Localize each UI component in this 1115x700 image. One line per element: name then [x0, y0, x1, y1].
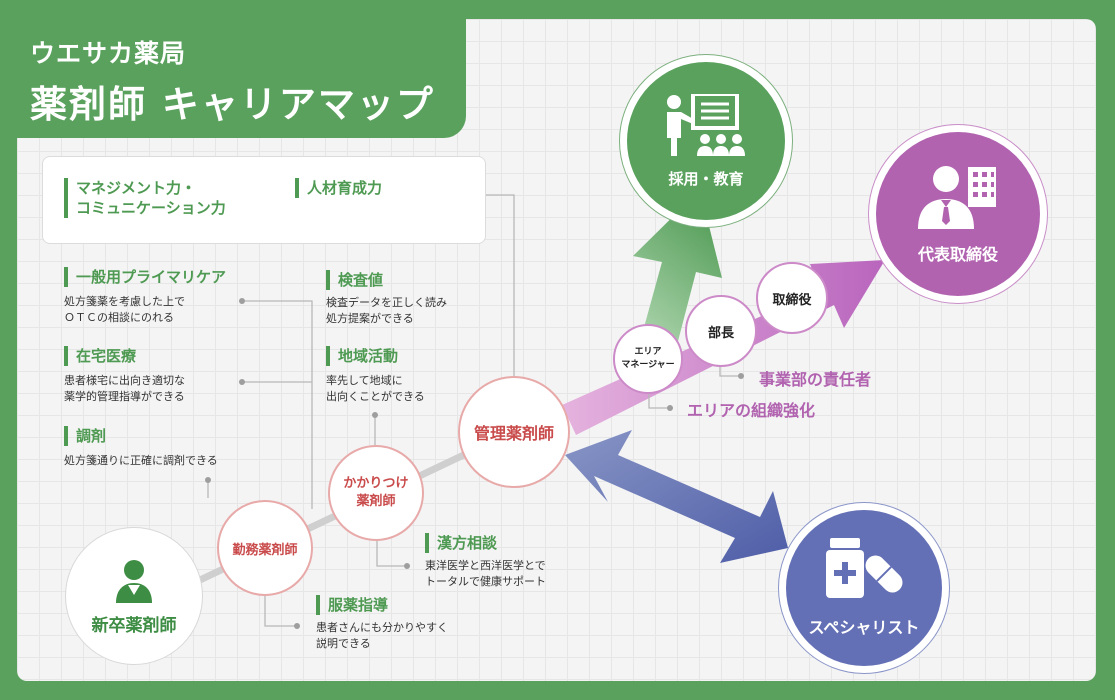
stage-manager-pharmacist-label: 管理薬剤師 [473, 424, 554, 443]
role-division-lead: 事業部の責任者 [759, 370, 872, 389]
skill-community: 地域活動 [326, 346, 398, 366]
skill-medication-guidance-desc: 患者さんにも分かりやすく 説明できる [316, 621, 448, 650]
destination-ceo-inner: 代表取締役 [876, 132, 1040, 296]
skill-lab-values-desc: 検査データを正しく読み 処方提案ができる [326, 296, 447, 325]
management-skills-box [42, 156, 486, 244]
teacher-board-icon [667, 93, 745, 156]
stage-family-pharmacist-line2: 薬剤師 [356, 494, 396, 509]
destination-education: 採用・教育 [619, 54, 793, 228]
skill-home-care: 在宅医療 [64, 346, 136, 366]
destination-ceo: 代表取締役 [868, 124, 1048, 304]
skill-talent-development: 人材育成力 [295, 178, 382, 198]
skill-primary-care-desc: 処方箋薬を考慮した上で ＯＴＣの相談にのれる [64, 295, 185, 324]
stage-area-manager-line1: エリア [634, 347, 662, 357]
skill-medication-guidance: 服薬指導 [316, 595, 388, 615]
stage-director: 取締役 [756, 262, 828, 334]
destination-specialist: スペシャリスト [778, 502, 950, 674]
skill-dispensing-desc: 処方箋通りに正確に調剤できる [64, 454, 218, 467]
stage-manager-pharmacist: 管理薬剤師 [458, 376, 570, 488]
stage-area-manager-line2: マネージャー [621, 360, 675, 370]
skill-primary-care: 一般用プライマリケア [64, 267, 226, 287]
destination-specialist-label: スペシャリスト [808, 618, 920, 637]
stage-staff-pharmacist-label: 勤務薬剤師 [232, 542, 298, 558]
title-banner: ウエサカ薬局 薬剤師 キャリアマップ [0, 0, 466, 138]
skill-kampo: 漢方相談 [425, 533, 497, 553]
destination-education-label: 採用・教育 [668, 169, 744, 188]
stage-family-pharmacist: かかりつけ 薬剤師 [328, 445, 424, 541]
skill-kampo-desc: 東洋医学と西洋医学とで トータルで健康サポート [425, 559, 546, 588]
executive-building-icon [918, 166, 996, 229]
role-area-strength: エリアの組織強化 [687, 401, 816, 420]
person-icon [116, 559, 152, 603]
skill-dispensing: 調剤 [64, 426, 106, 446]
destination-ceo-label: 代表取締役 [917, 245, 998, 264]
stage-staff-pharmacist: 勤務薬剤師 [217, 500, 313, 596]
skill-management: マネジメント力・ コミュニケーション力 [64, 178, 226, 218]
page-title: 薬剤師 キャリアマップ [30, 83, 435, 126]
stage-area-manager: エリア マネージャー [613, 324, 683, 394]
destination-education-inner: 採用・教育 [627, 62, 785, 220]
skill-lab-values: 検査値 [326, 270, 383, 290]
stage-division-head: 部長 [685, 295, 757, 367]
stage-new-grad: 新卒薬剤師 [65, 527, 203, 665]
brand-name: ウエサカ薬局 [30, 39, 187, 68]
destination-specialist-inner: スペシャリスト [786, 510, 942, 666]
skill-community-desc: 率先して地域に 出向くことができる [326, 374, 425, 403]
arrow-to-specialist [565, 430, 788, 563]
stage-new-grad-label: 新卒薬剤師 [91, 615, 177, 636]
stage-division-head-label: 部長 [707, 325, 734, 341]
skill-home-care-desc: 患者様宅に出向き適切な 薬学的管理指導ができる [64, 374, 185, 403]
stage-family-pharmacist-line1: かかりつけ [343, 476, 409, 491]
medicine-bottle-icon [826, 538, 903, 598]
stage-director-label: 取締役 [772, 292, 812, 308]
